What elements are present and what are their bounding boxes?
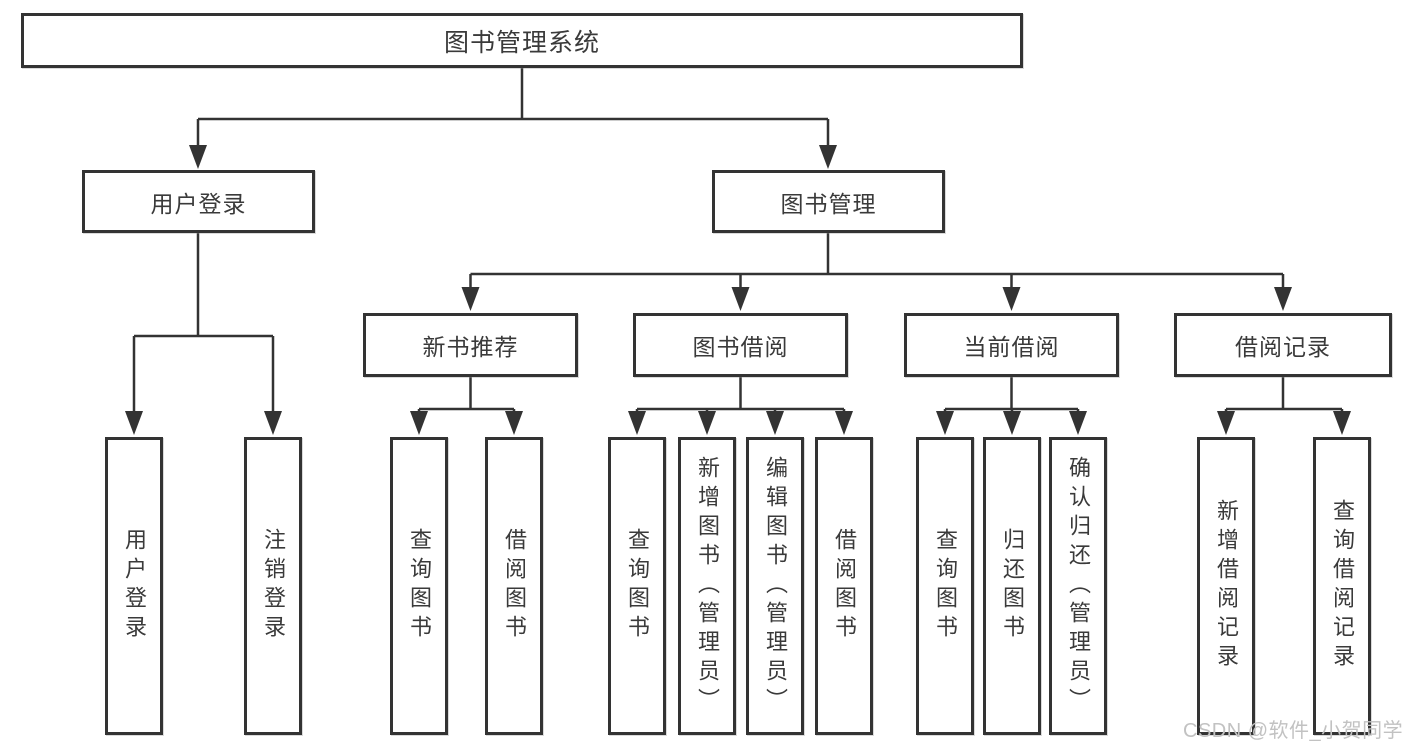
node-borrowing-records: 借阅记录 [1174, 313, 1392, 377]
leaf-label: 查询图书 [407, 528, 432, 644]
node-user-login: 用户登录 [82, 170, 315, 233]
leaf-add-book-admin: 新增图书（管理员） [678, 437, 736, 735]
node-label: 图书借阅 [692, 334, 789, 360]
node-book-management: 图书管理 [712, 170, 945, 233]
leaf-query-borrow-record: 查询借阅记录 [1313, 437, 1371, 735]
node-current-borrowing: 当前借阅 [904, 313, 1119, 377]
leaf-label: 查询图书 [625, 528, 650, 644]
leaf-label: 编辑图书（管理员） [763, 455, 788, 717]
csdn-watermark: CSDN @软件_小贺同学 [1183, 720, 1404, 742]
leaf-logout: 注销登录 [244, 437, 302, 735]
leaf-label: 注销登录 [261, 528, 286, 644]
node-label: 新书推荐 [422, 334, 519, 360]
leaf-borrow-books-borrowing: 借阅图书 [815, 437, 873, 735]
leaf-label: 确认归还（管理员） [1066, 455, 1091, 717]
leaf-label: 归还图书 [1000, 528, 1025, 644]
leaf-edit-book-admin: 编辑图书（管理员） [746, 437, 804, 735]
leaf-user-login: 用户登录 [105, 437, 163, 735]
leaf-label: 新增图书（管理员） [695, 455, 720, 717]
leaf-query-books-current: 查询图书 [916, 437, 974, 735]
leaf-label: 借阅图书 [502, 528, 527, 644]
node-label: 当前借阅 [963, 334, 1060, 360]
node-label: 图书管理 [780, 190, 877, 217]
leaf-borrow-books-recommend: 借阅图书 [485, 437, 543, 735]
leaf-confirm-return-admin: 确认归还（管理员） [1049, 437, 1107, 735]
leaf-query-books-recommend: 查询图书 [390, 437, 448, 735]
leaf-return-books: 归还图书 [983, 437, 1041, 735]
node-new-book-recommendation: 新书推荐 [363, 313, 578, 377]
leaf-label: 新增借阅记录 [1214, 499, 1239, 673]
node-label: 图书管理系统 [443, 28, 600, 57]
node-book-borrowing: 图书借阅 [633, 313, 848, 377]
leaf-label: 查询借阅记录 [1330, 499, 1355, 673]
node-label: 借阅记录 [1235, 334, 1331, 360]
leaf-query-books-borrowing: 查询图书 [608, 437, 666, 735]
leaf-add-borrow-record: 新增借阅记录 [1197, 437, 1255, 735]
leaf-label: 查询图书 [933, 528, 958, 644]
node-library-management-system: 图书管理系统 [21, 13, 1023, 68]
arrowheads [125, 145, 1351, 435]
leaf-label: 用户登录 [122, 528, 147, 644]
node-label: 用户登录 [150, 190, 247, 217]
leaf-label: 借阅图书 [832, 528, 857, 644]
